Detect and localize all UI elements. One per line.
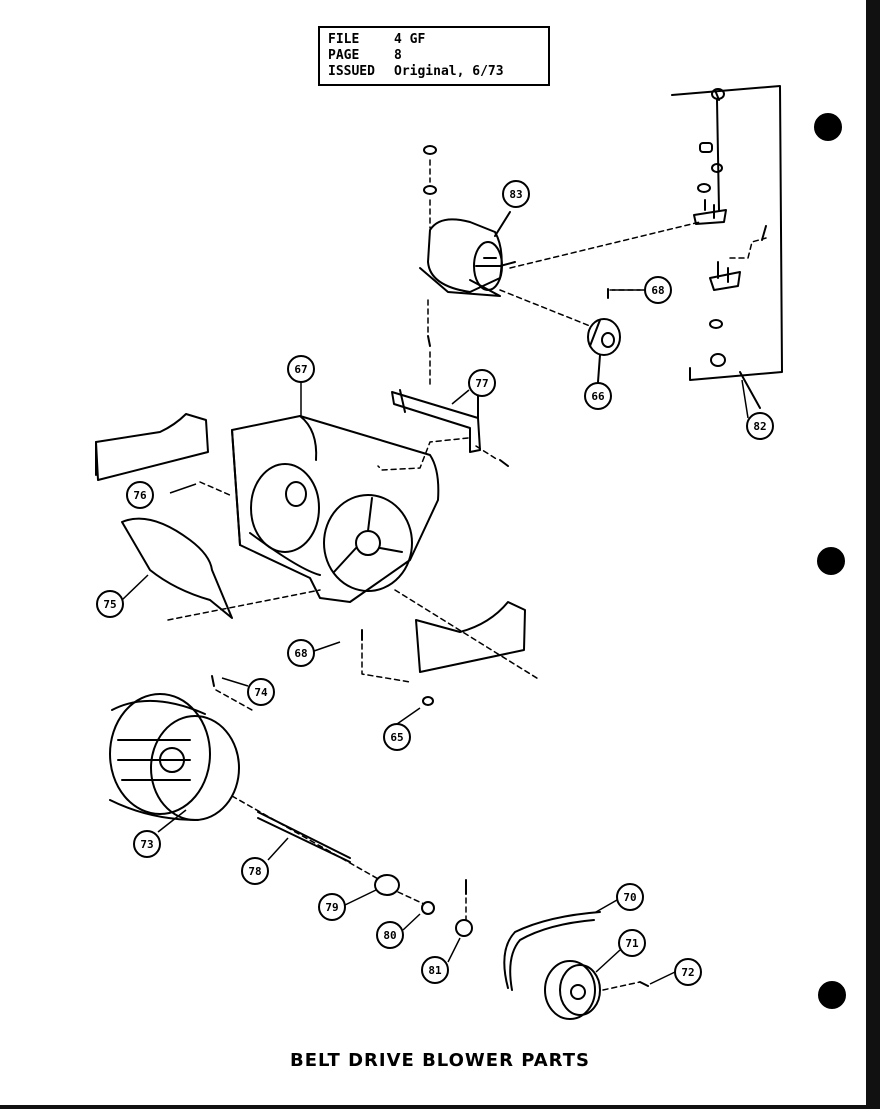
set-screw-part <box>639 981 649 987</box>
page-row: PAGE 8 <box>328 48 540 64</box>
svg-text:71: 71 <box>625 937 639 950</box>
callout-79: 79 <box>318 893 346 921</box>
callout-66: 66 <box>584 382 612 410</box>
washer-part <box>423 185 437 195</box>
file-row: FILE 4 GF <box>328 32 540 48</box>
callout-72: 72 <box>674 958 702 986</box>
motor <box>419 211 516 297</box>
svg-text:68: 68 <box>651 284 664 297</box>
file-label: FILE <box>328 32 360 47</box>
assembly-lines <box>167 159 767 991</box>
binder-hole <box>817 547 845 575</box>
bolt-part <box>427 335 431 347</box>
bearing-part <box>374 874 400 896</box>
svg-text:76: 76 <box>133 489 147 502</box>
svg-text:73: 73 <box>140 838 153 851</box>
svg-text:65: 65 <box>390 731 403 744</box>
svg-text:75: 75 <box>103 598 116 611</box>
callout-73: 73 <box>133 830 161 858</box>
blower-housing <box>231 415 440 603</box>
callout-67: 67 <box>287 355 315 383</box>
callout-71: 71 <box>618 929 646 957</box>
svg-text:83: 83 <box>509 188 522 201</box>
collar-part <box>421 901 435 915</box>
binder-hole <box>818 981 846 1009</box>
motor-mount-assembly <box>671 85 783 381</box>
callout-83: 83 <box>502 180 530 208</box>
svg-text:74: 74 <box>254 686 268 699</box>
scan-edge <box>866 0 880 1109</box>
callout-80: 80 <box>376 921 404 949</box>
issued-value: Original, 6/73 <box>394 64 504 79</box>
support-bracket <box>391 389 481 453</box>
svg-text:80: 80 <box>383 929 396 942</box>
callout-74: 74 <box>247 678 275 706</box>
cutoff-plate <box>121 517 233 619</box>
svg-text:79: 79 <box>325 901 338 914</box>
side-panel-left <box>95 413 209 481</box>
nut-part <box>422 696 434 706</box>
diagram-title: BELT DRIVE BLOWER PARTS <box>290 1050 590 1071</box>
side-panel-right <box>415 601 526 673</box>
svg-text:81: 81 <box>428 964 442 977</box>
callout-82: 82 <box>746 412 774 440</box>
callout-68-lower: 68 <box>287 639 315 667</box>
screw-part <box>211 675 215 687</box>
svg-text:72: 72 <box>681 966 694 979</box>
file-value: 4 GF <box>394 32 426 47</box>
svg-text:68: 68 <box>294 647 307 660</box>
issued-row: ISSUED Original, 6/73 <box>328 64 540 80</box>
file-info-box: FILE 4 GF PAGE 8 ISSUED Original, 6/73 <box>318 26 550 86</box>
callout-78: 78 <box>241 857 269 885</box>
washer-part <box>423 145 437 155</box>
issued-label: ISSUED <box>328 64 375 79</box>
callout-75: 75 <box>96 590 124 618</box>
page-value: 8 <box>394 48 402 63</box>
svg-text:67: 67 <box>294 363 307 376</box>
page-label: PAGE <box>328 48 360 63</box>
svg-text:82: 82 <box>753 420 766 433</box>
blower-pulley <box>544 960 601 1020</box>
callout-77: 77 <box>468 369 496 397</box>
callout-76: 76 <box>126 481 154 509</box>
callout-81: 81 <box>421 956 449 984</box>
svg-text:77: 77 <box>475 377 488 390</box>
svg-text:70: 70 <box>623 891 636 904</box>
svg-text:78: 78 <box>248 865 261 878</box>
belt-part <box>503 911 601 989</box>
motor-pulley <box>587 318 621 383</box>
callout-68-upper: 68 <box>644 276 672 304</box>
svg-text:66: 66 <box>591 390 605 403</box>
callout-65: 65 <box>383 723 411 751</box>
binder-hole <box>814 113 842 141</box>
blower-wheel <box>109 693 240 821</box>
callout-70: 70 <box>616 883 644 911</box>
scan-edge-bottom <box>0 1105 880 1109</box>
collar-part <box>455 919 473 937</box>
screw-part <box>499 459 509 467</box>
